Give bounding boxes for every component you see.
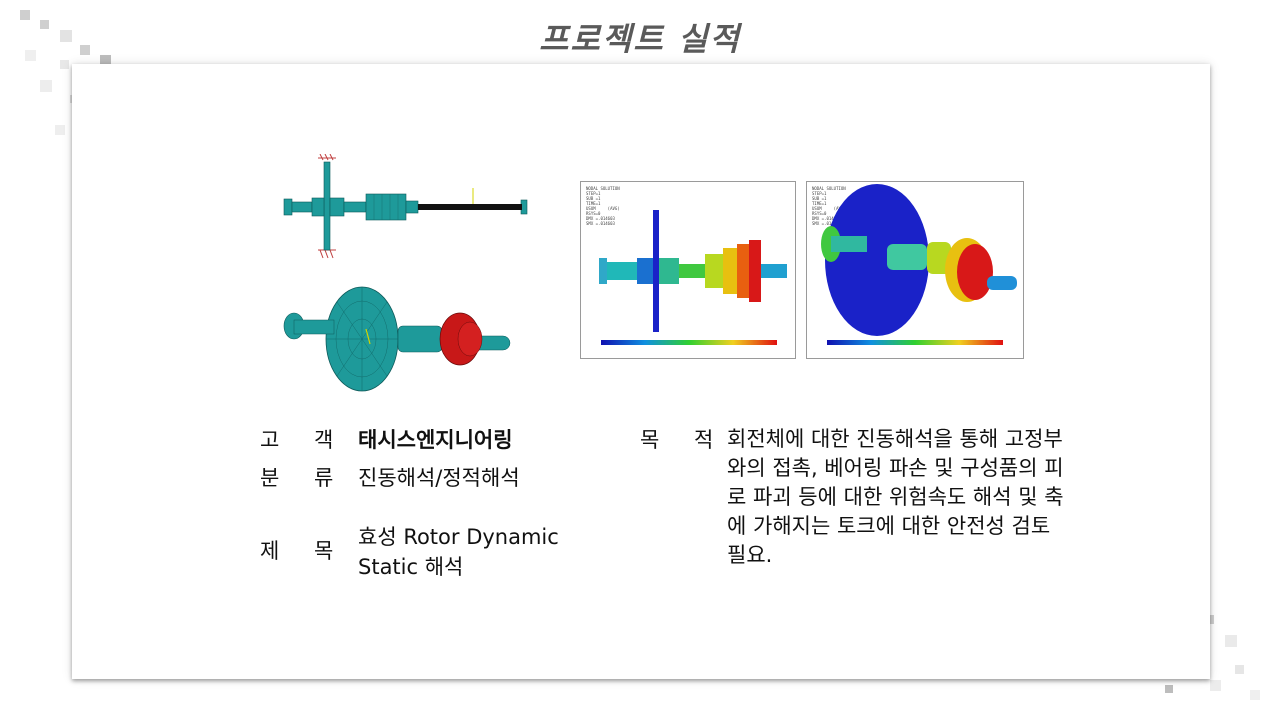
subject-value-line2: Static 해석 <box>358 555 464 579</box>
subject-value-line1: 효성 Rotor Dynamic <box>358 525 559 549</box>
customer-label: 고 객 <box>260 428 348 452</box>
fea-result-3d: NODAL SOLUTION STEP=1 SUB =1 TIME=1 USUM… <box>806 181 1024 359</box>
rotor-3d-mesh-image <box>283 286 511 392</box>
category-value: 진동해석/정적해석 <box>358 466 520 490</box>
customer-value: 태시스엔지니어링 <box>358 428 513 452</box>
rotor-mesh-image <box>283 154 528 259</box>
purpose-value: 회전체에 대한 진동해석을 통해 고정부와의 접촉, 베어링 파손 및 구성품의… <box>727 427 1064 567</box>
fea-result-side: NODAL SOLUTION STEP=1 SUB =1 TIME=1 USUM… <box>580 181 796 359</box>
slide-title: 프로젝트 실적 <box>539 20 741 58</box>
subject-label: 제 목 <box>260 539 348 563</box>
purpose-label: 목 적 <box>640 428 728 452</box>
category-label: 분 류 <box>260 466 348 490</box>
content-card: NODAL SOLUTION STEP=1 SUB =1 TIME=1 USUM… <box>72 64 1210 679</box>
